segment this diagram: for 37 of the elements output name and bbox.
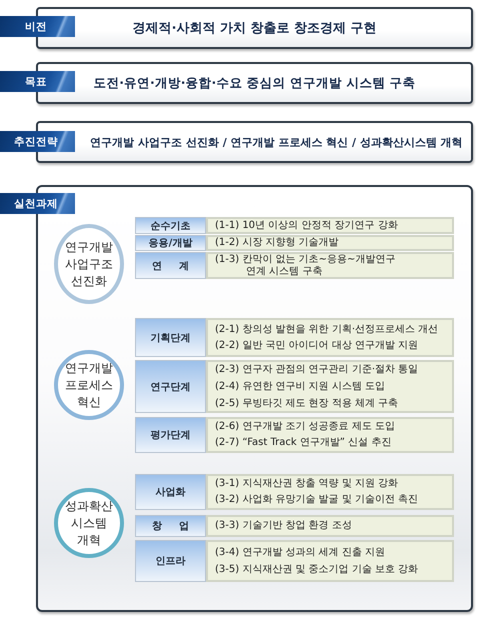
- task-text: (2-1) 창의성 발현을 위한 기획·선정프로세스 개선: [215, 322, 438, 336]
- task-text: (2-6) 연구개발 조기 성공종료 제도 도입: [215, 420, 396, 434]
- task-text: (3-1) 지식재산권 창출 역량 및 지원 강화: [215, 477, 398, 491]
- task-text: (3-2) 사업화 유망기술 발굴 및 기술이전 촉진: [215, 493, 418, 507]
- section-tab: 실천과제: [0, 193, 75, 214]
- stage-label-cell: 인프라: [135, 540, 206, 582]
- task-text: (1-1) 10년 이상의 안정적 장기연구 강화: [215, 219, 398, 232]
- task-cell: [206, 515, 454, 537]
- task-text: (3-3) 기술기반 창업 환경 조성: [215, 519, 352, 533]
- stage-label-cell: 연 계: [135, 252, 206, 279]
- stage-label-cell: 사업화: [135, 474, 206, 510]
- stage-label-cell: 연구단계: [135, 360, 206, 413]
- task-cell: [206, 474, 454, 510]
- stage-label-cell: 순수기초: [135, 217, 206, 234]
- task-cell: [206, 360, 454, 413]
- section-tab: 비전: [0, 16, 75, 37]
- task-text: (2-5) 무빙타깃 제도 현장 적용 체계 구축: [215, 397, 398, 411]
- task-cell: [206, 417, 454, 453]
- stage-label-cell: 평가단계: [135, 417, 206, 453]
- section-tab: 추진전략: [0, 131, 75, 152]
- task-cell: [206, 252, 454, 279]
- task-cell: [206, 235, 454, 251]
- task-cell: [206, 540, 454, 582]
- task-text: (2-4) 유연한 연구비 지원 시스템 도입: [215, 380, 386, 394]
- task-cell: [206, 217, 454, 234]
- task-text: (3-4) 연구개발 성과의 세계 진출 지원: [215, 546, 386, 560]
- task-text: (1-2) 시장 지향형 기술개발: [215, 237, 339, 249]
- task-text: (1-3) 칸막이 없는 기초~응용~개발연구 연계 시스템 구축: [215, 254, 396, 277]
- stage-label-cell: 창 업: [135, 515, 206, 537]
- task-text: (2-3) 연구자 관점의 연구관리 기준·절차 통일: [215, 363, 418, 377]
- section-tab: 목표: [0, 71, 75, 92]
- task-text: (2-7) “Fast Track 연구개발” 신설 추진: [215, 436, 392, 450]
- stage-label-cell: 응용/개발: [135, 235, 206, 251]
- task-cell: [206, 318, 454, 357]
- stage-label-cell: 기획단계: [135, 318, 206, 357]
- task-text: (2-2) 일반 국민 아이디어 대상 연구개발 지원: [215, 338, 418, 352]
- task-text: (3-5) 지식재산권 및 중소기업 기술 보호 강화: [215, 563, 418, 577]
